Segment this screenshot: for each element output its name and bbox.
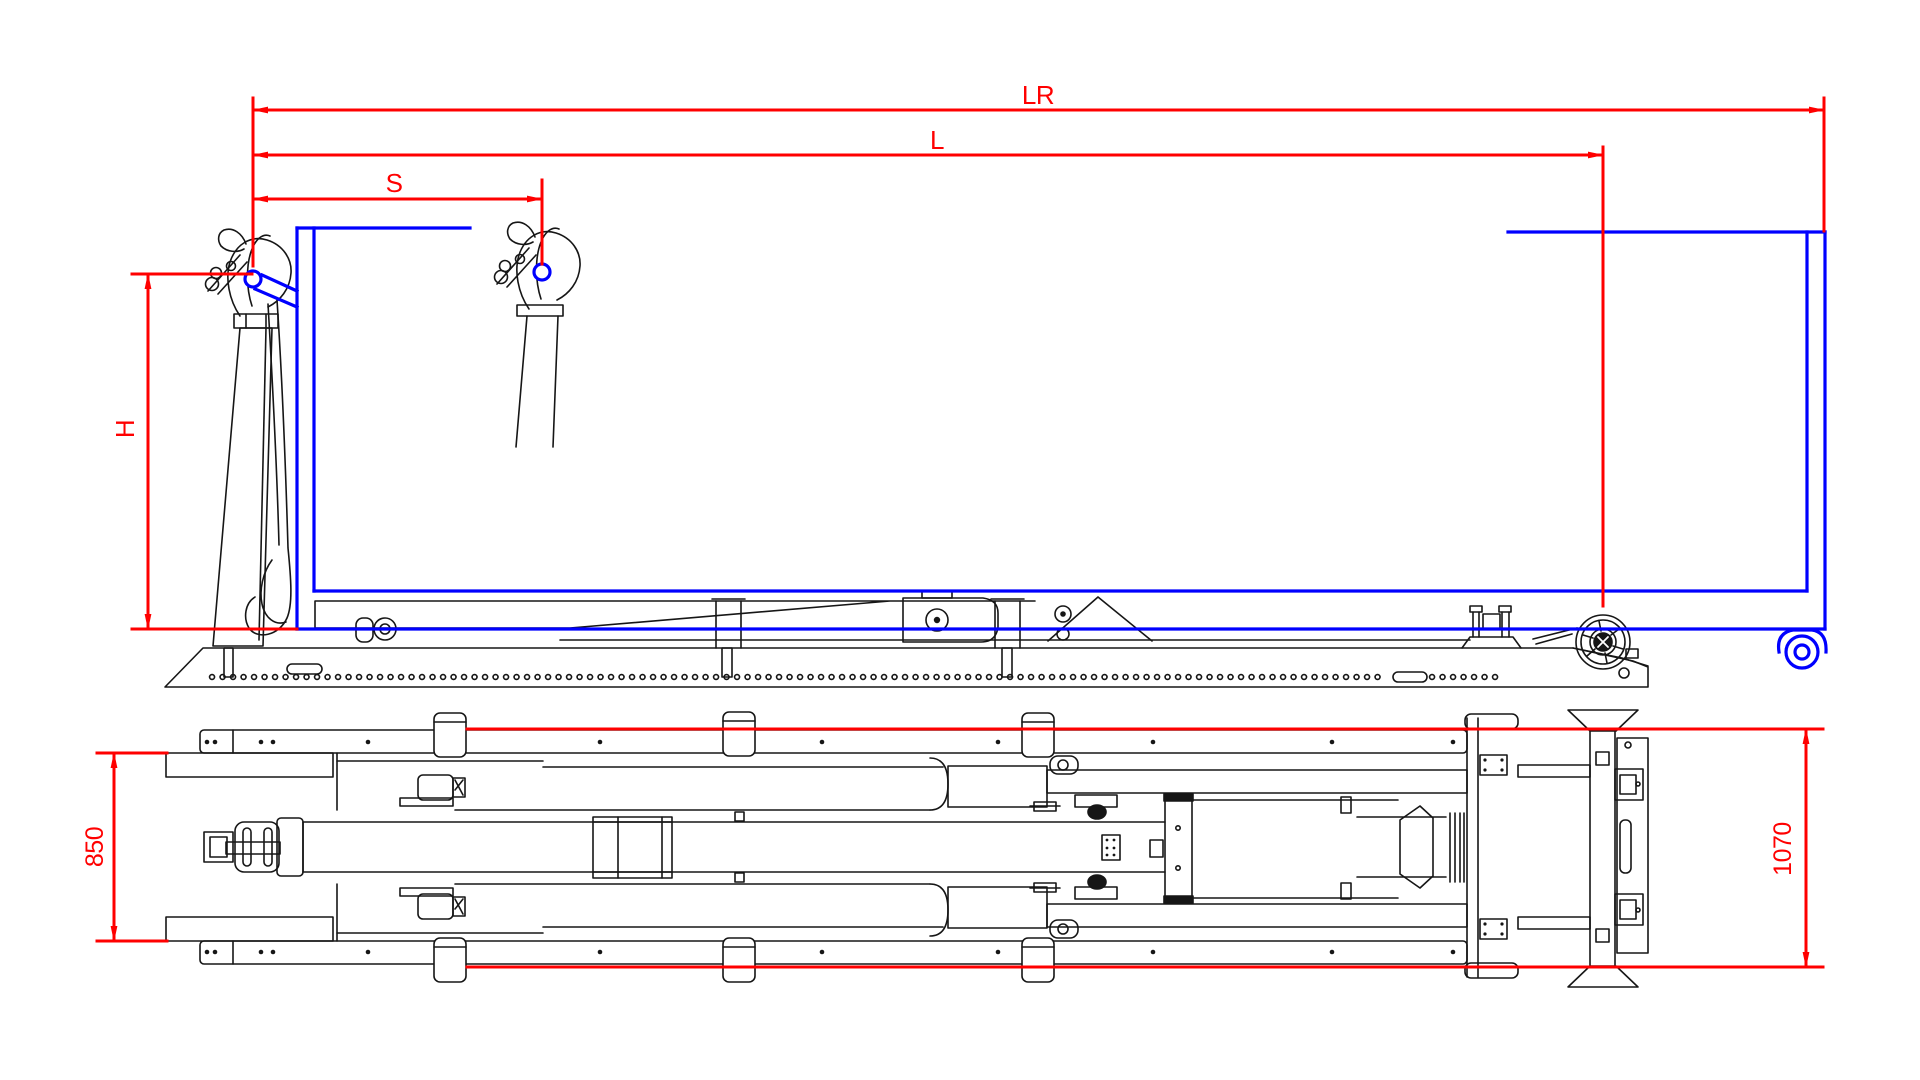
ext-lines-1070 [465,727,1825,969]
plan-hex-plate [1399,805,1434,889]
plan-arm-top-edges-upper [336,760,944,768]
side-hook-tip-inner [260,559,287,624]
plan-hook-carriage [203,817,304,877]
dim-label-1070: 1070 [1769,822,1797,876]
plan-pivot-pin-bottom [1049,919,1079,939]
dim-label-850: 850 [81,827,109,867]
plan-pin-block-lower [417,893,454,920]
plan-rear-rail-bottom [1046,903,1468,928]
plan-arm-round-end-lower [929,883,949,937]
plan-crossblock [433,937,467,983]
plan-rear-crossmember [1464,713,1591,979]
plan-pivot-pin-top [1049,755,1079,775]
container-rear-roller [1776,628,1828,670]
container-outline [243,226,1828,670]
plan-rear-roller [1567,709,1649,988]
plan-rear-rail-top [1046,769,1468,794]
plan-shaft [1449,812,1465,883]
container-front-wall [295,226,316,631]
side-rear-tail [1572,647,1649,667]
side-boom [314,600,1036,629]
dimension-layer [95,96,1826,969]
plan-rail-rivets [204,739,1456,955]
side-chassis-slot [1392,671,1428,683]
plan-inner-arm-upper [947,765,1048,808]
plan-guide-funnel-bottom [1567,965,1639,988]
plan-center-boom [302,821,1166,873]
dim-label-s: S [386,168,403,198]
side-rear-lock [1461,605,1522,649]
plan-crossblock [433,712,467,758]
plan-inner-arm-lower [947,886,1048,929]
container-rear-wall [1805,230,1827,631]
hook-bar-pivot-ghost [532,262,552,282]
side-rear-roller-wheel [1532,614,1649,679]
plan-guide-funnel-top [1567,709,1639,732]
plan-arm-round-end-upper [929,757,949,811]
plan-boom-slider [592,816,673,879]
plan-rear-side-plate [1616,737,1649,954]
plan-center-plate [1101,834,1121,861]
plan-member-bottom [165,916,334,942]
plan-crossblock [722,711,756,757]
plan-outer-rail-bottom [199,940,1468,965]
side-pivot-bracket [1047,596,1153,642]
plan-rear-edges [1191,799,1447,899]
side-chassis-slot [286,663,323,675]
container-hook-bar-link [252,272,300,310]
side-hook-mast [212,313,279,647]
dimension-labels: LR L S H 850 1070 [81,80,1797,876]
plan-outer-rail-top [199,729,1468,754]
side-hook-ghost [493,221,581,448]
plan-member-top [165,752,334,778]
plan-pivot-crossmember [1164,796,1193,902]
plan-crossblock [722,937,756,983]
plan-crossblock [1021,937,1055,983]
ext-lines-850 [95,751,169,943]
dim-label-lr: LR [1022,80,1054,110]
plan-arm-top-edges-lower [336,926,944,934]
dim-label-h: H [110,420,140,438]
plan-pin-block-upper [417,774,454,801]
side-crossmember-posts [223,598,1025,678]
plan-clamp-upper [1029,794,1118,820]
plan-view [165,709,1649,988]
side-view-machine [164,221,1649,688]
dim-label-l: L [930,125,944,155]
side-sheave-bracket [902,590,999,643]
plan-clamp-lower [1029,874,1118,900]
side-hook-shank [244,299,292,636]
plan-crossblock [1021,712,1055,758]
